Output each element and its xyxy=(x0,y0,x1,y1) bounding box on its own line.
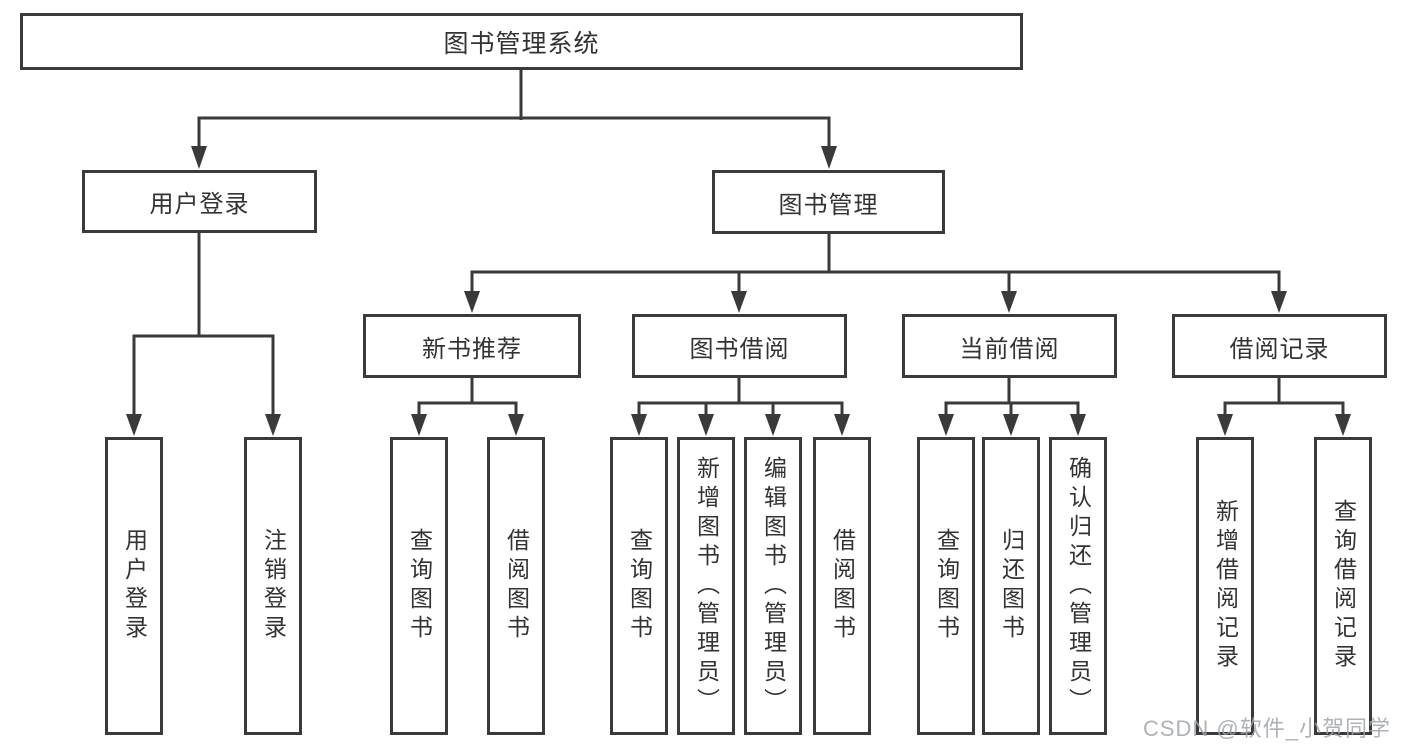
leaf-label: 借阅图书 xyxy=(829,528,856,644)
leaf-logout: 注销登录 xyxy=(244,437,302,735)
leaf-label: 新增图书（管理员） xyxy=(693,455,720,717)
arrowhead xyxy=(1003,414,1019,436)
leaf-borrow-books-recommend: 借阅图书 xyxy=(487,437,545,735)
leaf-query-books-borrow: 查询图书 xyxy=(610,437,668,735)
arrowhead xyxy=(1335,414,1351,436)
leaf-user-login: 用户登录 xyxy=(105,437,163,735)
arrowhead xyxy=(631,414,647,436)
arrowhead xyxy=(1001,291,1017,313)
watermark: CSDN @软件_小贺同学 xyxy=(1142,716,1391,741)
arrowhead xyxy=(411,414,427,436)
arrowhead xyxy=(191,146,207,169)
arrowhead xyxy=(464,291,480,313)
leaf-query-borrow-record: 查询借阅记录 xyxy=(1314,437,1372,735)
leaf-add-borrow-record: 新增借阅记录 xyxy=(1196,437,1254,735)
leaf-label: 查询借阅记录 xyxy=(1330,499,1357,673)
leaf-borrow-books: 借阅图书 xyxy=(813,437,871,735)
arrowhead xyxy=(821,146,837,169)
node-current-borrowing: 当前借阅 xyxy=(902,314,1117,378)
leaf-label: 注销登录 xyxy=(260,528,287,644)
node-book-borrowing: 图书借阅 xyxy=(632,314,847,378)
leaf-label: 借阅图书 xyxy=(503,528,530,644)
leaf-query-books-current: 查询图书 xyxy=(917,437,975,735)
arrowhead xyxy=(1070,414,1086,436)
leaf-label: 查询图书 xyxy=(626,528,653,644)
arrowhead xyxy=(126,414,142,436)
leaf-edit-books-admin: 编辑图书（管理员） xyxy=(744,437,802,735)
arrowhead xyxy=(731,291,747,313)
connector-lines xyxy=(132,69,1345,418)
arrowhead xyxy=(938,414,954,436)
leaf-label: 编辑图书（管理员） xyxy=(760,455,787,717)
node-new-book-recommendation: 新书推荐 xyxy=(363,314,581,378)
node-user-login: 用户登录 xyxy=(82,170,317,233)
arrowhead xyxy=(1217,414,1233,436)
arrowhead xyxy=(834,414,850,436)
node-book-management: 图书管理 xyxy=(712,170,945,234)
arrowhead xyxy=(265,414,281,436)
leaf-label: 查询图书 xyxy=(406,528,433,644)
arrowheads xyxy=(126,146,1351,436)
leaf-return-books: 归还图书 xyxy=(982,437,1040,735)
leaf-label: 新增借阅记录 xyxy=(1212,499,1239,673)
leaf-label: 查询图书 xyxy=(933,528,960,644)
node-root: 图书管理系统 xyxy=(20,13,1023,70)
leaf-label: 确认归还（管理员） xyxy=(1065,455,1092,717)
arrowhead xyxy=(698,414,714,436)
leaf-label: 归还图书 xyxy=(998,528,1025,644)
arrowhead xyxy=(1271,291,1287,313)
leaf-query-books-recommend: 查询图书 xyxy=(390,437,448,735)
arrowhead xyxy=(765,414,781,436)
leaf-add-books-admin: 新增图书（管理员） xyxy=(677,437,735,735)
leaf-confirm-return-admin: 确认归还（管理员） xyxy=(1049,437,1107,735)
arrowhead xyxy=(508,414,524,436)
node-borrowing-records: 借阅记录 xyxy=(1172,314,1387,378)
leaf-label: 用户登录 xyxy=(121,528,148,644)
